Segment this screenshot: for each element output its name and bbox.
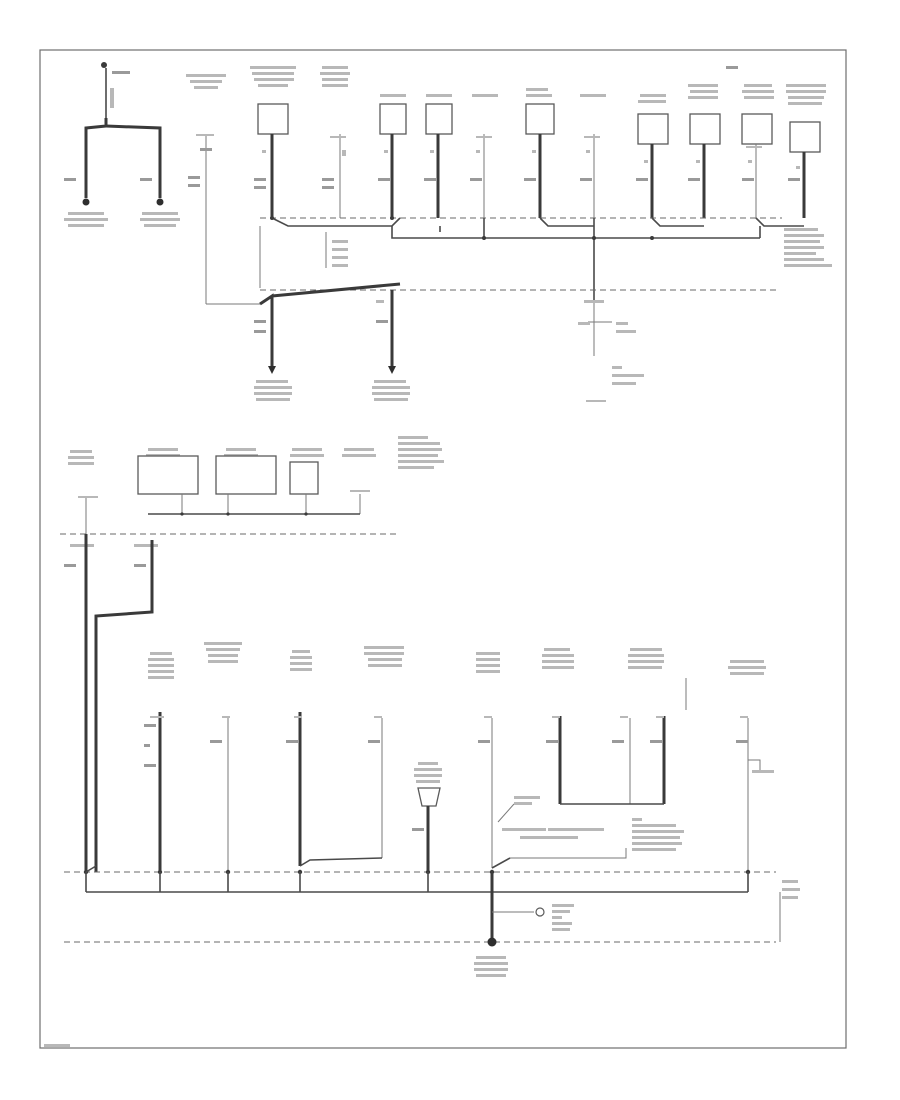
component-box — [525, 103, 555, 135]
component-box — [637, 113, 669, 145]
ground-arrow-icon — [268, 366, 276, 374]
component-box — [257, 103, 289, 135]
frame-code-mark — [44, 1044, 70, 1047]
battery-feed — [64, 62, 180, 227]
component-box — [741, 113, 773, 145]
component-box — [137, 455, 199, 495]
ground-symbol-icon — [82, 198, 90, 206]
component-box — [425, 103, 453, 135]
top-section — [64, 62, 832, 402]
ground-arrow-icon — [388, 366, 396, 374]
bottom-section — [64, 642, 800, 977]
component-box — [789, 121, 821, 153]
component-box — [215, 455, 277, 495]
diagram-frame — [39, 49, 847, 1049]
ground-point-icon — [487, 937, 497, 947]
wire-codes-top — [254, 136, 800, 189]
component-box — [689, 113, 721, 145]
component-shape — [417, 787, 441, 807]
component-box — [379, 103, 407, 135]
middle-section — [60, 436, 444, 872]
component-box — [289, 461, 319, 495]
top-component-labels — [186, 66, 826, 105]
connector-icon — [535, 907, 545, 917]
ground-symbol-icon — [156, 198, 164, 206]
